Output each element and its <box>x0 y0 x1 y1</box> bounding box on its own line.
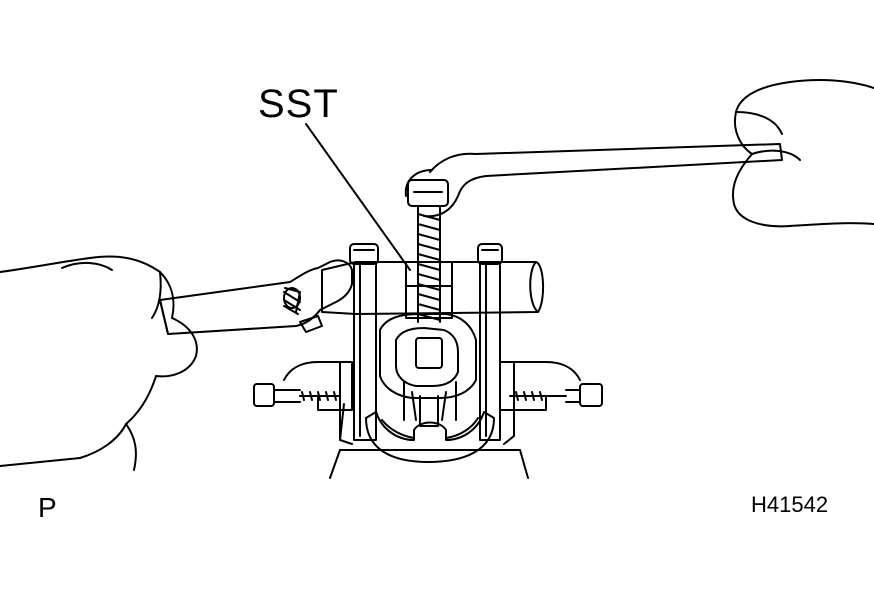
figure-id-label: H41542 <box>751 492 829 517</box>
view-marker-label: P <box>38 492 57 523</box>
sst-label: SST <box>258 82 339 126</box>
right-hand-icon <box>733 80 874 226</box>
adjustable-wrench-icon <box>160 260 352 334</box>
sst-leader-line <box>306 124 410 270</box>
left-hand-icon <box>0 257 197 470</box>
vise-icon <box>254 362 602 444</box>
vise-base <box>330 450 528 478</box>
hub-assembly <box>380 314 476 426</box>
forcing-screw <box>418 206 440 322</box>
puller-icon <box>322 244 543 440</box>
bearing-separator <box>366 412 494 462</box>
box-wrench-icon <box>406 144 782 216</box>
